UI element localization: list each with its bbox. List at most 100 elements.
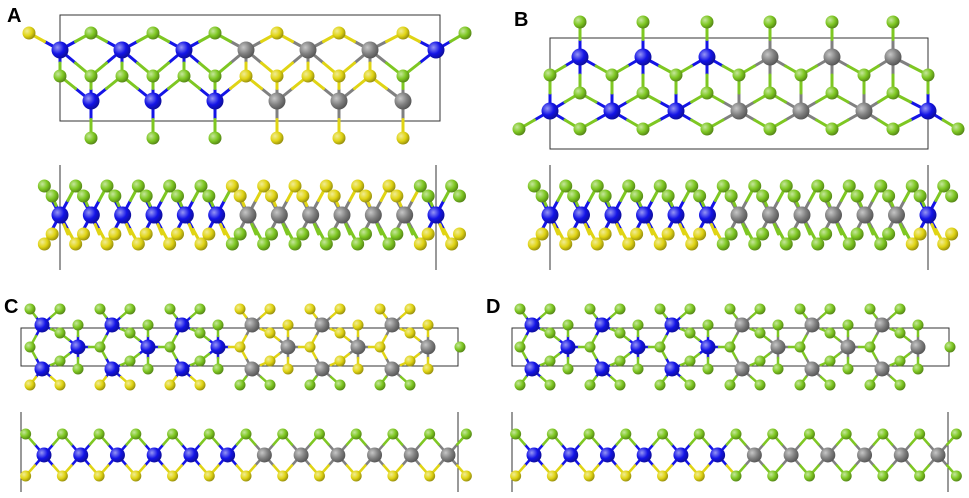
green-atom: [772, 319, 784, 331]
blue-atom: [634, 48, 652, 66]
green-atom: [84, 131, 98, 145]
yellow-atom: [233, 189, 247, 203]
green-atom: [840, 470, 852, 482]
blue-atom: [176, 206, 194, 224]
green-atom: [693, 189, 707, 203]
panel-label-d: D: [486, 296, 501, 318]
green-atom: [584, 379, 596, 391]
green-atom: [164, 303, 176, 315]
gray-atom: [384, 317, 400, 333]
yellow-atom: [657, 470, 669, 482]
green-atom: [24, 341, 36, 353]
yellow-atom: [913, 227, 927, 241]
green-atom: [914, 470, 926, 482]
green-atom: [177, 69, 191, 83]
green-atom: [824, 303, 836, 315]
blue-atom: [699, 206, 716, 224]
gray-atom: [237, 41, 255, 59]
green-atom: [803, 428, 815, 440]
yellow-atom: [100, 237, 114, 251]
green-atom: [421, 189, 435, 203]
green-atom: [754, 303, 766, 315]
green-atom: [20, 428, 32, 440]
bond: [438, 223, 446, 236]
blue-atom: [541, 102, 559, 120]
blue-atom: [145, 206, 163, 224]
green-atom: [573, 15, 587, 29]
green-atom: [693, 428, 705, 440]
green-atom: [756, 227, 770, 241]
green-atom: [819, 189, 833, 203]
green-atom: [460, 428, 472, 440]
yellow-atom: [77, 227, 90, 241]
gray-atom: [302, 206, 320, 224]
yellow-atom: [334, 355, 346, 367]
green-atom: [763, 122, 777, 136]
blue-atom: [82, 92, 100, 110]
yellow-atom: [332, 26, 346, 40]
green-atom: [622, 179, 636, 193]
green-atom: [56, 428, 68, 440]
gray-atom: [330, 92, 348, 110]
green-atom: [53, 69, 67, 83]
green-atom: [131, 179, 145, 193]
blue-atom: [604, 206, 622, 224]
green-atom: [620, 428, 632, 440]
yellow-atom: [240, 470, 252, 482]
gray-atom: [930, 447, 946, 463]
bond: [125, 223, 132, 236]
blue-atom: [919, 206, 937, 224]
green-atom: [772, 363, 784, 375]
gray-atom: [299, 41, 317, 59]
yellow-atom: [422, 363, 434, 375]
bond: [772, 223, 780, 236]
green-atom: [194, 355, 206, 367]
yellow-atom: [422, 319, 434, 331]
blue-atom: [524, 361, 540, 377]
green-atom: [874, 179, 888, 193]
yellow-atom: [296, 189, 310, 203]
green-atom: [544, 303, 556, 315]
blue-atom: [667, 102, 685, 120]
yellow-atom: [332, 131, 346, 145]
green-atom: [54, 355, 66, 367]
gray-atom: [783, 447, 799, 463]
green-atom: [684, 379, 696, 391]
yellow-atom: [510, 470, 522, 482]
yellow-atom: [264, 303, 276, 315]
green-atom: [702, 319, 714, 331]
green-atom: [787, 189, 801, 203]
green-atom: [614, 379, 626, 391]
green-atom: [45, 189, 59, 203]
yellow-atom: [239, 69, 253, 83]
blue-atom: [34, 361, 50, 377]
gray-atom: [270, 206, 288, 224]
yellow-atom: [359, 189, 372, 203]
green-atom: [234, 379, 246, 391]
yellow-atom: [334, 303, 346, 315]
green-atom: [886, 86, 900, 100]
green-atom: [850, 189, 864, 203]
green-atom: [54, 327, 66, 339]
blue-atom: [636, 206, 653, 224]
blue-atom: [144, 92, 162, 110]
yellow-atom: [334, 327, 346, 339]
green-atom: [84, 69, 98, 83]
blue-atom: [220, 447, 236, 463]
yellow-atom: [20, 470, 32, 482]
green-atom: [819, 227, 833, 241]
green-atom: [208, 69, 222, 83]
green-atom: [754, 327, 766, 339]
green-atom: [559, 179, 573, 193]
green-atom: [54, 303, 66, 315]
blue-atom: [146, 447, 162, 463]
green-atom: [584, 341, 596, 353]
gray-atom: [239, 206, 257, 224]
yellow-atom: [108, 227, 122, 241]
blue-atom: [210, 339, 226, 355]
bond: [62, 223, 70, 236]
bond: [344, 223, 352, 236]
green-atom: [72, 363, 84, 375]
yellow-atom: [225, 179, 239, 193]
yellow-atom: [270, 69, 284, 83]
